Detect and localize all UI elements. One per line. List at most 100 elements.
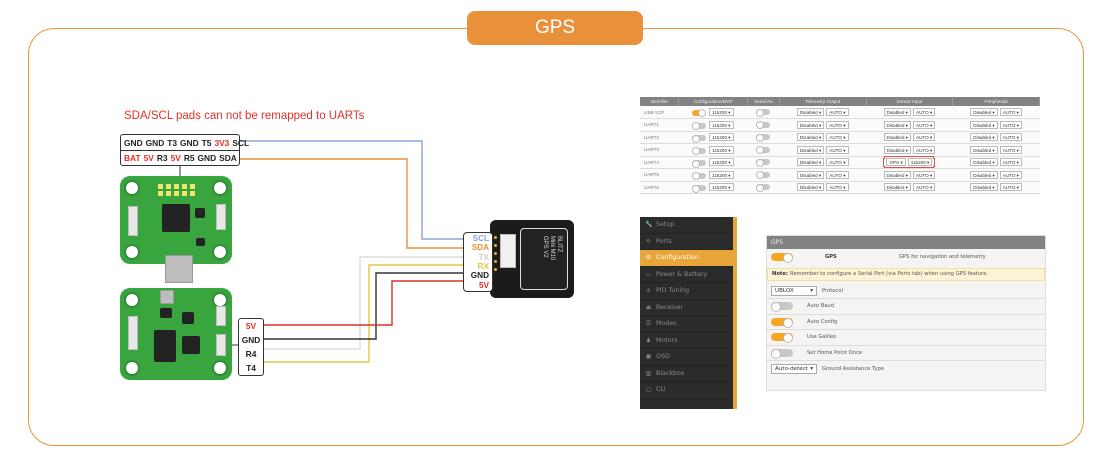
peripherals-select[interactable]: Disabled: [970, 145, 998, 154]
serial-rx-toggle[interactable]: [755, 171, 770, 180]
pad-label: GND: [197, 153, 217, 163]
telemetry-baud-select[interactable]: AUTO: [826, 145, 849, 154]
config-toggle[interactable]: [771, 317, 793, 328]
config-toggle-row: Set Home Point Once: [767, 346, 1045, 361]
msp-baud-select[interactable]: 115200: [709, 133, 734, 142]
telemetry-baud-select[interactable]: AUTO: [826, 108, 849, 116]
peripherals-select[interactable]: Disabled: [970, 183, 998, 192]
telemetry-select[interactable]: Disabled: [796, 133, 825, 142]
peripherals-baud-select[interactable]: AUTO: [999, 183, 1022, 192]
gps-pad-label: SCL: [472, 233, 489, 243]
sensor-cell: GPS115200: [866, 156, 953, 169]
pad-label: 5V: [170, 153, 181, 163]
serial-rx-toggle[interactable]: [755, 121, 770, 130]
peripherals-baud-select[interactable]: AUTO: [999, 145, 1022, 154]
msp-baud-select[interactable]: 115200: [709, 170, 734, 179]
telemetry-baud-select[interactable]: AUTO: [826, 183, 849, 192]
sidebar-item-blackbox[interactable]: ▥Blackbox: [640, 366, 733, 382]
msp-toggle[interactable]: [692, 122, 707, 131]
config-toggle[interactable]: [771, 333, 793, 344]
sensor-cell: DisabledAUTO: [866, 143, 953, 157]
config-toggle[interactable]: [771, 348, 793, 359]
sensor-baud-select[interactable]: AUTO: [913, 133, 936, 142]
sensor-select[interactable]: Disabled: [883, 108, 911, 116]
sensor-baud-select[interactable]: AUTO: [913, 108, 936, 116]
serial-rx-toggle[interactable]: [755, 133, 770, 142]
pad-label: BAT: [124, 153, 141, 163]
peripherals-baud-select[interactable]: AUTO: [999, 133, 1022, 142]
msp-toggle[interactable]: [692, 184, 707, 193]
sidebar-item-setup[interactable]: 🔧Setup: [640, 217, 733, 234]
msp-baud-select[interactable]: 115200: [709, 145, 734, 154]
sidebar-accent-border: [733, 217, 737, 409]
sensor-select[interactable]: Disabled: [883, 120, 911, 129]
msp-baud-select[interactable]: 115200: [709, 183, 734, 192]
sidebar-item-modes[interactable]: ☰Modes: [640, 316, 733, 333]
config-toggle-row: Auto Config: [767, 315, 1045, 330]
config-toggle-row: Auto Baud: [767, 299, 1045, 315]
telemetry-baud-select[interactable]: AUTO: [826, 120, 849, 129]
sensor-select[interactable]: Disabled: [883, 170, 911, 179]
peripherals-select[interactable]: Disabled: [970, 133, 998, 142]
sidebar-item-motors[interactable]: ♟Motors: [640, 333, 733, 349]
sensor-cell: DisabledAUTO: [866, 168, 953, 182]
sensor-baud-select[interactable]: AUTO: [913, 183, 936, 192]
serial-rx-toggle[interactable]: [755, 108, 770, 117]
telemetry-select[interactable]: Disabled: [796, 158, 825, 167]
sensor-select[interactable]: GPS: [886, 158, 906, 167]
sensor-baud-select[interactable]: AUTO: [913, 120, 936, 129]
sensor-baud-select[interactable]: 115200: [907, 158, 933, 167]
msp-baud-select[interactable]: 115200: [709, 108, 734, 116]
serial-rx-cell: [747, 181, 780, 194]
config-toggle[interactable]: [771, 302, 793, 313]
gps-panel-header: GPS: [767, 236, 1045, 249]
ground-assistance-select[interactable]: Auto-detect: [771, 363, 817, 374]
gps-pad-label: TX: [478, 252, 489, 262]
sensor-input-group: DisabledAUTO: [883, 145, 937, 154]
config-toggle-row: Use Galileo: [767, 330, 1045, 346]
msp-toggle[interactable]: [692, 172, 707, 181]
telemetry-select[interactable]: Disabled: [796, 183, 825, 192]
peripherals-select[interactable]: Disabled: [970, 170, 998, 179]
sensor-select[interactable]: Disabled: [883, 183, 911, 192]
sensor-baud-select[interactable]: AUTO: [913, 170, 936, 179]
sensor-baud-select[interactable]: AUTO: [913, 145, 936, 154]
peripherals-baud-select[interactable]: AUTO: [999, 120, 1022, 129]
telemetry-select[interactable]: Disabled: [796, 145, 825, 154]
telemetry-baud-select[interactable]: AUTO: [826, 170, 849, 179]
serial-rx-toggle[interactable]: [755, 183, 770, 192]
telemetry-baud-select[interactable]: AUTO: [826, 133, 849, 142]
telemetry-select[interactable]: Disabled: [796, 120, 825, 129]
sidebar-item-receiver[interactable]: ⏏Receiver: [640, 300, 733, 316]
peripherals-baud-select[interactable]: AUTO: [999, 158, 1022, 167]
sidebar-item-osd[interactable]: ▣OSD: [640, 349, 733, 366]
msp-toggle[interactable]: [692, 159, 707, 168]
telemetry-select[interactable]: Disabled: [796, 170, 825, 179]
peripherals-select[interactable]: Disabled: [970, 108, 998, 116]
telemetry-select[interactable]: Disabled: [796, 108, 825, 116]
peripherals-baud-select[interactable]: AUTO: [999, 170, 1022, 179]
msp-toggle[interactable]: [692, 134, 707, 143]
sidebar-item-power-battery[interactable]: ▭Power & Battery: [640, 267, 733, 283]
msp-toggle[interactable]: [692, 109, 707, 118]
peripherals-select[interactable]: Disabled: [970, 158, 998, 167]
peripherals-baud-select[interactable]: AUTO: [999, 108, 1022, 116]
telemetry-baud-select[interactable]: AUTO: [826, 158, 849, 167]
protocol-select[interactable]: UBLOX: [771, 285, 817, 296]
sensor-select[interactable]: Disabled: [883, 145, 911, 154]
msp-toggle[interactable]: [692, 147, 707, 156]
msp-baud-select[interactable]: 115200: [709, 120, 734, 129]
sensor-select[interactable]: Disabled: [883, 133, 911, 142]
sidebar-item-cli[interactable]: ▢CLI: [640, 382, 733, 399]
peripherals-select[interactable]: Disabled: [970, 120, 998, 129]
msp-baud-select[interactable]: 115200: [709, 158, 734, 167]
serial-rx-cell: [747, 118, 780, 132]
sidebar-item-pid-tuning[interactable]: ⫛PID Tuning: [640, 283, 733, 300]
gps-feature-toggle[interactable]: [771, 252, 793, 263]
serial-rx-toggle[interactable]: [755, 158, 770, 167]
sidebar-item-configuration[interactable]: ⚙Configuration: [640, 250, 733, 267]
pid-icon: ⫛: [646, 286, 651, 294]
sidebar-item-ports[interactable]: ⚟Ports: [640, 234, 733, 250]
serial-rx-toggle[interactable]: [755, 146, 770, 155]
